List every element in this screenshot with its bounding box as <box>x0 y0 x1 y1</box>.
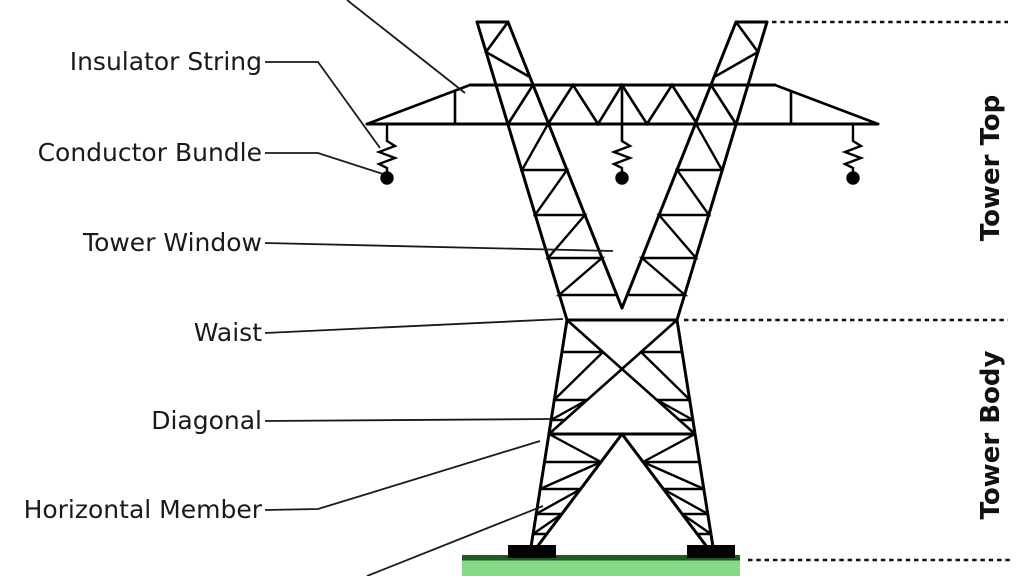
insulators <box>375 124 865 185</box>
horizontal-member-pointer <box>264 440 541 511</box>
label-conductor-bundle: Conductor Bundle <box>37 138 262 167</box>
cross-arm-taper-left <box>365 83 472 126</box>
body-brace <box>655 398 695 422</box>
offscreen-bottom-pointer <box>366 505 544 576</box>
insulator-string-left <box>375 124 399 185</box>
tower-body-structure <box>529 318 715 549</box>
ground-edge <box>462 555 740 561</box>
body-brace <box>639 350 692 402</box>
body-brace <box>534 487 583 516</box>
body-brace <box>547 432 603 464</box>
insulator-string-right <box>841 124 865 185</box>
section-label-tower-top: Tower Top <box>976 94 1006 242</box>
leg-right-inner <box>620 20 738 310</box>
conductor-bundle-pointer <box>265 152 384 175</box>
body-lacing-upper <box>549 350 695 422</box>
insulator-string-pointer <box>265 61 381 149</box>
body-diagonal-right-to-left <box>547 318 679 436</box>
leg-lacing-left <box>519 122 619 297</box>
label-horizontal-member: Horizontal Member <box>23 495 262 524</box>
cross-arm-lacing-left <box>506 83 535 126</box>
label-diagonal: Diagonal <box>151 406 262 435</box>
label-tower-window: Tower Window <box>83 228 262 257</box>
body-brace <box>552 350 605 402</box>
body-brace <box>538 460 603 491</box>
tower-footings <box>508 545 735 558</box>
insulator-string-icon <box>375 124 399 173</box>
leg-lacing <box>519 122 725 297</box>
diagonal-pointer <box>264 418 552 422</box>
tower-structure <box>365 20 880 549</box>
conductor-bundle-dot <box>846 171 860 185</box>
offscreen-top-pointer <box>346 0 466 94</box>
insulator-string-icon <box>610 139 634 173</box>
conductor-bundle-dot <box>615 171 629 185</box>
tower-footing-right <box>687 545 735 558</box>
section-boundaries <box>684 20 1012 562</box>
conductor-bundle-dot <box>380 171 394 185</box>
cross-arm-lacing-right <box>709 83 738 126</box>
section-label-tower-body: Tower Body <box>976 350 1006 520</box>
body-brace <box>661 487 710 516</box>
tower-window-pointer <box>264 242 614 252</box>
leg-lacing-right <box>625 122 725 297</box>
tower-peaks <box>475 20 769 78</box>
leg-left-inner <box>506 20 624 310</box>
insulator-string-icon <box>841 124 865 173</box>
body-brace <box>641 432 697 464</box>
label-waist: Waist <box>193 318 262 347</box>
ground-surface <box>462 560 740 576</box>
ground <box>462 555 740 576</box>
label-insulator-string: Insulator String <box>69 47 262 76</box>
body-brace <box>680 512 713 536</box>
body-brace <box>531 512 564 536</box>
pointer-lines <box>264 0 614 576</box>
tower-footing-left <box>508 545 556 558</box>
cross-arm <box>365 82 880 143</box>
insulator-string-center <box>610 139 634 185</box>
body-brace <box>641 460 706 491</box>
body-lacing-lower <box>531 432 713 536</box>
body-diagonal-left-to-right <box>565 318 697 436</box>
waist-pointer <box>264 318 564 334</box>
body-brace <box>549 398 589 422</box>
